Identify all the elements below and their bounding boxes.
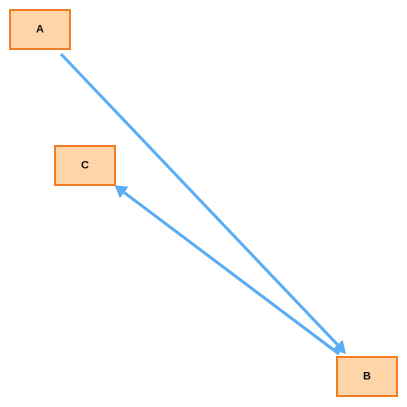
node-b-label: B	[363, 371, 371, 383]
edge-b-to-c-line	[123, 191, 340, 356]
node-c[interactable]: C	[54, 145, 116, 186]
node-a-label: A	[36, 24, 44, 36]
node-c-label: C	[81, 160, 89, 172]
edge-a-to-b	[59, 52, 346, 354]
node-b-box	[336, 356, 398, 397]
node-a-box	[9, 9, 71, 50]
node-c-box	[54, 145, 116, 186]
edge-b-to-c-arrowhead	[114, 185, 129, 199]
node-b[interactable]: B	[336, 356, 398, 397]
node-a[interactable]: A	[9, 9, 71, 50]
edge-b-to-c	[114, 185, 340, 356]
edge-a-to-b-line	[59, 52, 339, 346]
